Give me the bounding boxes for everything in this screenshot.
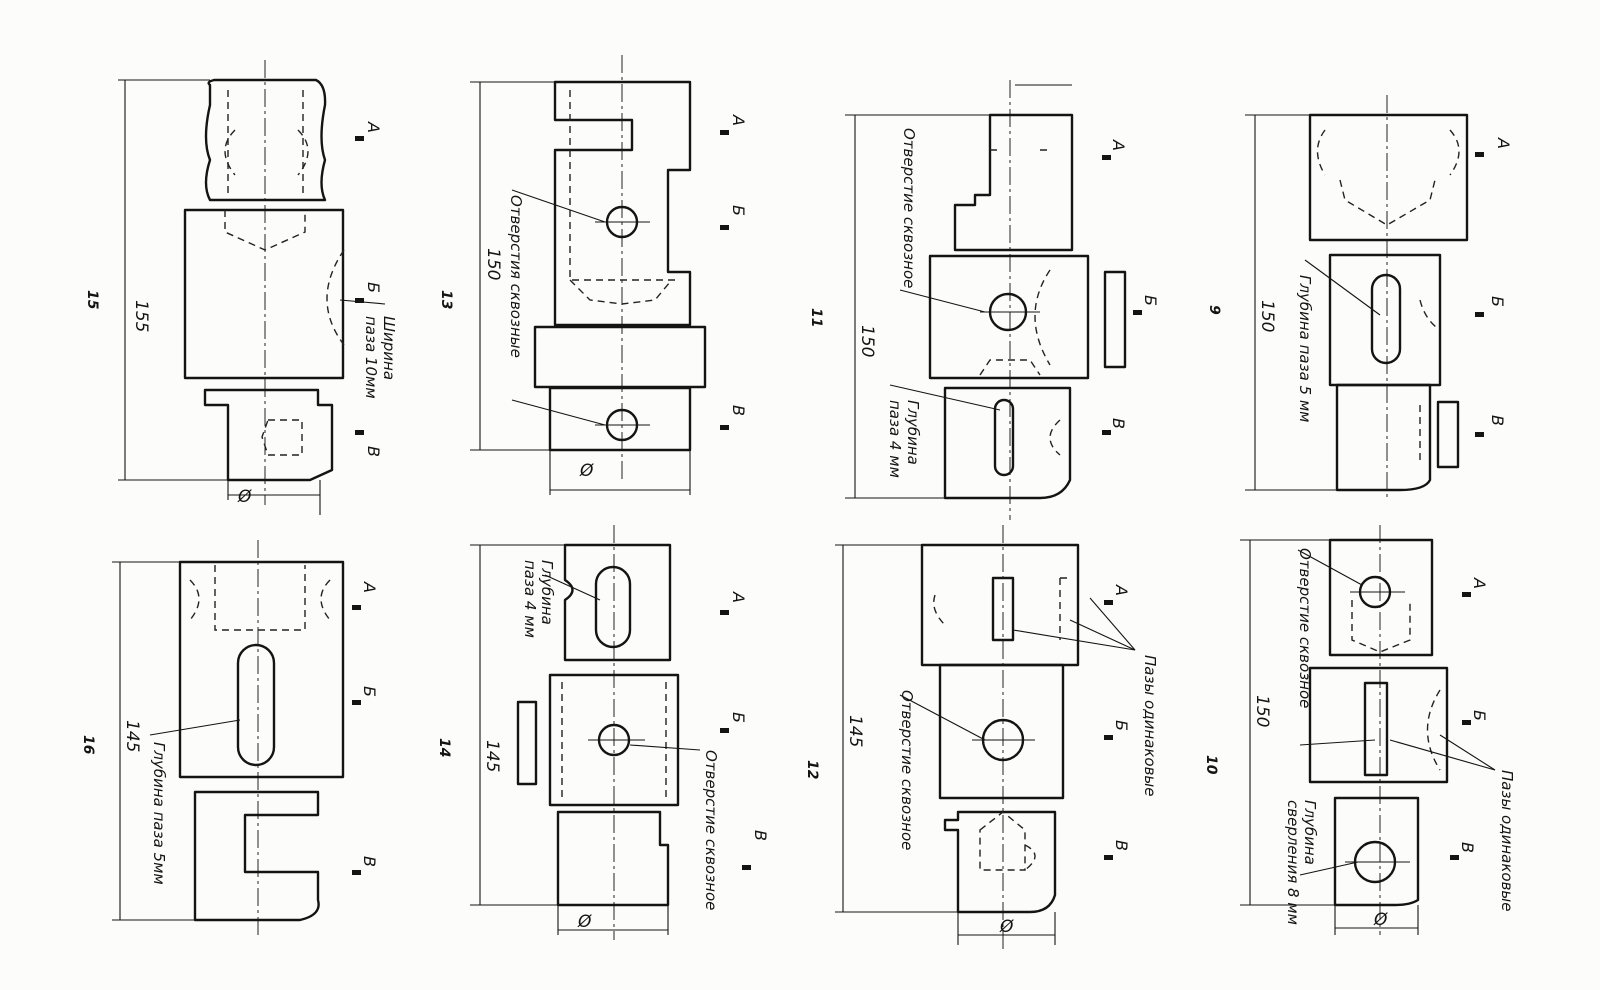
part-11-note-depth1: Глубина [904,400,922,465]
part-10-section-a: А [1470,577,1489,589]
part-11-section-a: А [1109,139,1128,151]
part-13: 150 Ø А Б В Отверстия сквозные 13 [438,55,748,495]
part-10-number: 10 [1203,755,1219,775]
part-12: 145 Ø А Б В Пазы одинаковые Отверстие ск… [804,525,1159,950]
part-10-section-b: Б [1470,710,1489,721]
part-14-length-dim: 145 [482,740,502,772]
part-14-section-b: Б [729,712,748,723]
part-13-diameter-symbol: Ø [579,461,594,481]
part-16: 145 А Б В Глубина паза 5мм 16 [80,540,379,935]
part-9-number: 9 [1206,305,1222,315]
part-11-number: 11 [808,308,824,327]
part-13-section-v: В [729,405,748,416]
part-10-note-hole: Отверстие сквозное [1296,548,1314,708]
part-13-section-a: А [729,114,748,126]
part-14-note-depth1: Глубина [538,560,556,625]
part-12-number: 12 [804,760,820,779]
part-14-number: 14 [436,738,452,757]
part-11-note-depth2: паза 4 мм [886,400,904,478]
part-10-note-depth2: сверления 8 мм [1284,800,1302,925]
part-12-section-a: А [1112,584,1131,596]
part-11-length-dim: 150 [857,325,877,357]
part-11-note-hole: Отверстие сквозное [900,128,918,288]
part-13-number: 13 [438,290,454,309]
part-10-note-slots: Пазы одинаковые [1498,770,1516,912]
part-9-note: Глубина паза 5 мм [1296,275,1314,422]
part-15-length-dim: 155 [131,300,151,332]
part-9-section-v: В [1488,415,1507,426]
part-9-section-b: Б [1488,296,1507,307]
part-16-note: Глубина паза 5мм [150,742,168,885]
part-15: 155 Ø А Б В Ширина паза 10мм 15 [84,60,398,515]
part-13-section-b: Б [729,205,748,216]
part-11-section-b: Б [1141,295,1160,306]
part-16-section-a: А [360,581,379,593]
part-10-note-depth1: Глубина [1301,800,1319,865]
part-13-length-dim: 150 [483,248,503,280]
part-9-length-dim: 150 [1257,300,1277,332]
part-15-section-b: Б [364,282,383,293]
part-16-section-b: Б [360,686,379,697]
part-14-diameter-symbol: Ø [577,912,592,932]
part-10-section-v: В [1458,842,1477,853]
part-14: 145 Ø А Б В Глубина паза 4 мм Отверстие … [436,525,770,940]
part-10-diameter-symbol: Ø [1373,910,1388,930]
part-15-section-a: А [364,121,383,133]
part-16-section-v: В [360,856,379,867]
part-12-diameter-symbol: Ø [999,917,1014,937]
part-14-note-hole: Отверстие сквозное [702,750,720,910]
part-11: 150 А Б В Отверстие сквозное Глубина паз… [808,80,1160,520]
part-16-length-dim: 145 [122,720,142,752]
part-14-section-a: А [729,591,748,603]
part-13-note: Отверстия сквозные [507,195,525,358]
part-15-note-line2: паза 10мм [362,316,380,399]
part-15-diameter-symbol: Ø [237,487,252,507]
part-9-section-a: А [1494,137,1513,149]
part-12-note-slots: Пазы одинаковые [1141,655,1159,797]
part-10: 150 Ø А Б В Отверстие сквозное Глубина с… [1203,525,1516,935]
part-9: 150 А Б В Глубина паза 5 мм 9 [1206,95,1513,500]
part-12-note-hole: Отверстие сквозное [898,690,916,850]
part-15-number: 15 [84,290,100,310]
part-12-section-v: В [1112,840,1131,851]
part-15-section-v: В [364,446,383,457]
part-11-section-v: В [1109,418,1128,429]
part-12-section-b: Б [1112,720,1131,731]
part-14-note-depth2: паза 4 мм [521,560,539,638]
part-16-number: 16 [80,735,96,755]
part-15-note-line1: Ширина [380,316,398,380]
part-12-length-dim: 145 [845,715,865,747]
part-14-section-v: В [751,830,770,841]
part-10-length-dim: 150 [1252,695,1272,727]
